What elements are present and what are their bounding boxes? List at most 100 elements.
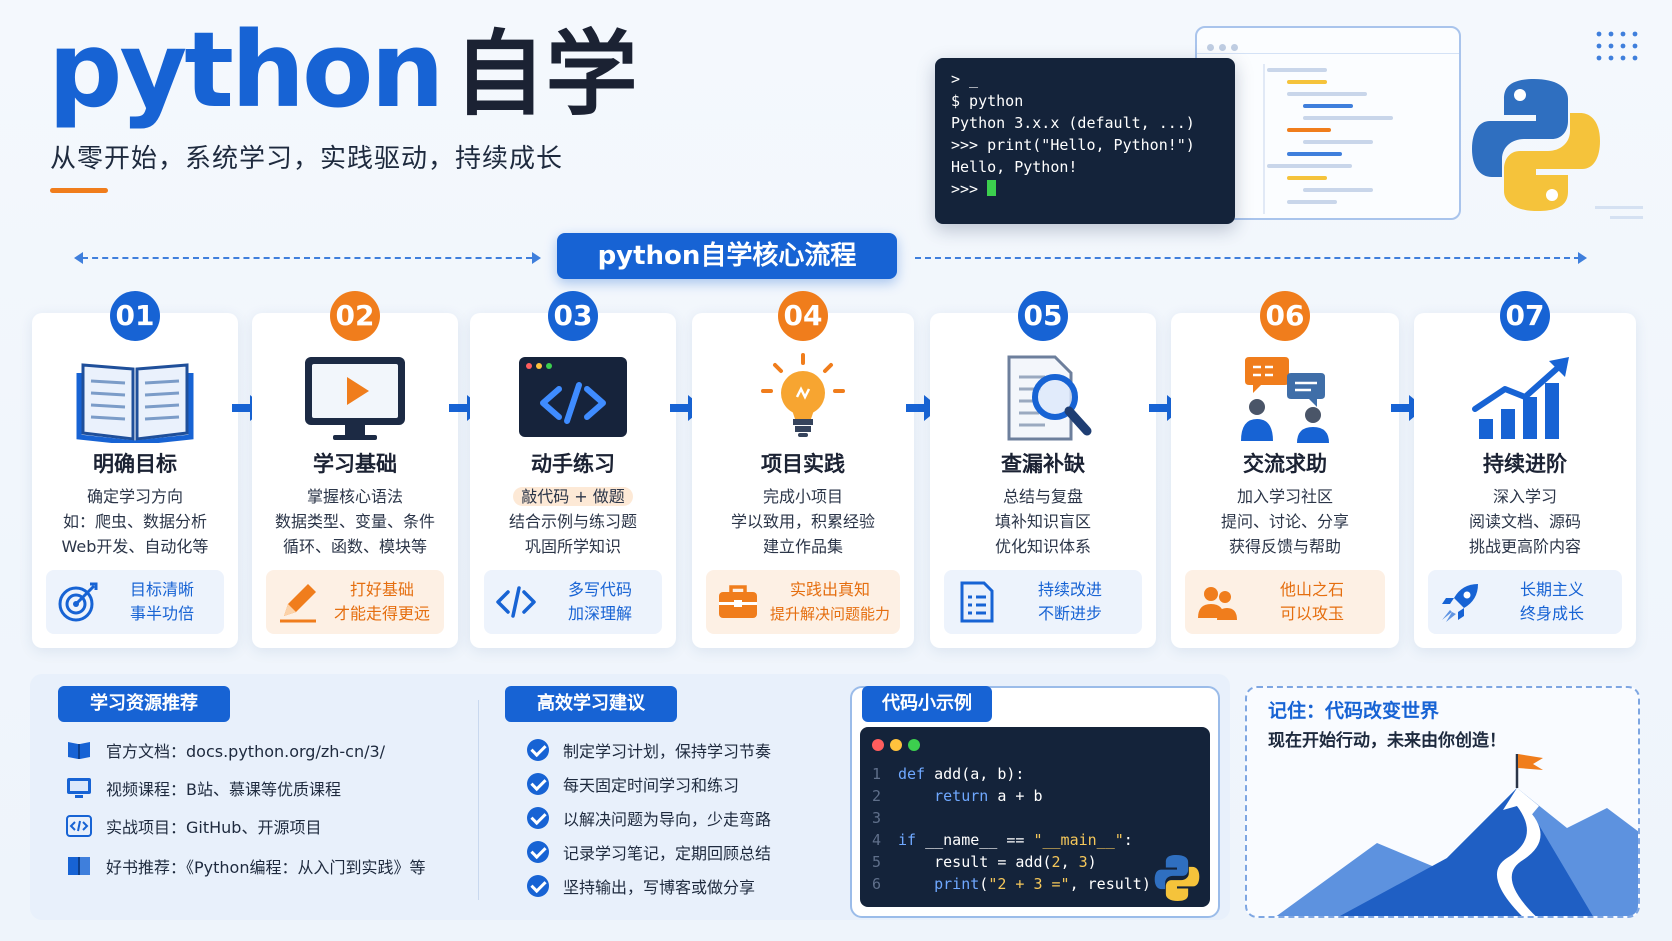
code-line: 6 print("2 + 3 =", result) bbox=[872, 875, 1151, 893]
lightbulb-icon bbox=[761, 353, 845, 437]
rocket-icon bbox=[1442, 584, 1478, 622]
step-desc: 巩固所学知识 bbox=[524, 537, 621, 556]
dot-grid-decoration bbox=[1596, 31, 1638, 61]
advice-item: 制定学习计划，保持学习节奏 bbox=[527, 738, 771, 762]
step-card-05: 05 查漏补缺 总结与复盘 填补知识盲区 优化知识体系 持续改进不断进步 bbox=[930, 291, 1156, 648]
book-icon bbox=[68, 742, 90, 759]
motto-title: 记住：代码改变世界 bbox=[1268, 700, 1440, 722]
tip-line: 他山之石 bbox=[1279, 580, 1344, 599]
open-book-icon bbox=[76, 363, 194, 443]
step-card-06: 06 交流求助 加入学习社区 提问、讨论、分享 获得反馈与帮助 他山之石可以攻玉 bbox=[1171, 291, 1399, 648]
terminal-line: >>> print("Hello, Python!") bbox=[951, 136, 1195, 154]
step-title: 动手练习 bbox=[531, 452, 615, 476]
window-dot bbox=[872, 739, 884, 751]
step-number: 04 bbox=[778, 291, 828, 341]
advice-item: 记录学习笔记，定期回顾总结 bbox=[527, 840, 771, 864]
terminal-prompt: >>> bbox=[951, 178, 1219, 200]
tip-line: 打好基础 bbox=[349, 580, 414, 599]
tip-line: 终身成长 bbox=[1519, 604, 1584, 623]
window-dot bbox=[890, 739, 902, 751]
line-decoration bbox=[1595, 206, 1643, 209]
dashed-line-left bbox=[82, 257, 532, 259]
tip-line: 提升解决问题能力 bbox=[769, 605, 890, 623]
step-title: 项目实践 bbox=[761, 452, 845, 476]
step-tip: 多写代码加深理解 bbox=[484, 570, 662, 634]
dashed-arrow-left-head bbox=[74, 252, 83, 264]
step-tip: 实践出真知提升解决问题能力 bbox=[706, 570, 900, 634]
title-self-study: 自学 bbox=[453, 21, 638, 128]
flow-banner: python自学核心流程 bbox=[557, 233, 897, 279]
title-underline bbox=[50, 188, 108, 193]
users-icon bbox=[1198, 587, 1237, 620]
step-desc: 敲代码 + 做题 bbox=[470, 483, 676, 507]
mountain-flag-illustration bbox=[1276, 754, 1638, 916]
title-python: python bbox=[48, 9, 444, 131]
step-number: 01 bbox=[110, 291, 160, 341]
dashed-arrow-right-head bbox=[1578, 252, 1587, 264]
monitor-icon bbox=[67, 778, 91, 798]
code-icon bbox=[66, 815, 92, 837]
step-title: 学习基础 bbox=[313, 452, 397, 476]
monitor-play-icon bbox=[305, 357, 405, 440]
step-desc: 优化知识体系 bbox=[994, 537, 1091, 556]
step-tip: 打好基础才能走得更远 bbox=[266, 570, 444, 634]
terminal-window: > _ $ python Python 3.x.x (default, ...)… bbox=[935, 58, 1235, 224]
step-desc: 填补知识盲区 bbox=[994, 512, 1091, 531]
tip-line: 可以攻玉 bbox=[1279, 604, 1344, 623]
step-title: 持续进阶 bbox=[1483, 452, 1567, 476]
code-example-tag: 代码小示例 bbox=[862, 686, 992, 722]
dashed-arrow-right-head bbox=[532, 252, 541, 264]
step-desc: 挑战更高阶内容 bbox=[1468, 537, 1581, 556]
step-number: 07 bbox=[1500, 291, 1550, 341]
check-icon bbox=[527, 841, 549, 863]
code-window-icon bbox=[519, 357, 627, 437]
books-icon bbox=[68, 857, 90, 875]
step-desc: 深入学习 bbox=[1492, 487, 1557, 506]
step-tip: 他山之石可以攻玉 bbox=[1185, 570, 1385, 634]
tip-line: 长期主义 bbox=[1519, 580, 1584, 599]
step-desc: 如：爬虫、数据分析 bbox=[62, 512, 207, 531]
tip-line: 多写代码 bbox=[567, 580, 632, 599]
step-desc: 阅读文档、源码 bbox=[1468, 512, 1581, 531]
check-icon bbox=[527, 875, 549, 897]
resource-item: 官方文档：docs.python.org/zh-cn/3/ bbox=[66, 738, 385, 762]
people-chat-icon bbox=[1241, 357, 1329, 443]
code-brackets-icon bbox=[496, 586, 536, 618]
step-number: 05 bbox=[1018, 291, 1068, 341]
python-logo-small-icon bbox=[1154, 855, 1200, 901]
resource-item: 好书推荐：《Python编程：从入门到实践》等 bbox=[66, 854, 425, 878]
step-number: 06 bbox=[1260, 291, 1310, 341]
terminal-line: Python 3.x.x (default, ...) bbox=[951, 114, 1195, 132]
advice-item: 坚持输出，写博客或做分享 bbox=[527, 874, 755, 898]
step-desc: 建立作品集 bbox=[762, 537, 843, 556]
code-line: 2 return a + b bbox=[872, 787, 1043, 805]
step-desc: 提问、讨论、分享 bbox=[1220, 512, 1349, 531]
step-desc: Web开发、自动化等 bbox=[61, 537, 209, 556]
advice-item: 每天固定时间学习和练习 bbox=[527, 772, 739, 796]
advice-item: 以解决问题为导向，少走弯路 bbox=[527, 806, 771, 830]
pencil-icon bbox=[280, 584, 316, 623]
tip-line: 才能走得更远 bbox=[333, 604, 430, 623]
step-number: 02 bbox=[330, 291, 380, 341]
step-card-07: 07 持续进阶 深入学习 阅读文档、源码 挑战更高阶内容 长期主义终身成长 bbox=[1414, 291, 1636, 648]
resources-tag: 学习资源推荐 bbox=[58, 686, 230, 722]
target-icon bbox=[58, 582, 98, 622]
step-card-04: 04 项目实践 完成小项目 学以致用，积累经验 建立作品集 实践出真知提升解决问… bbox=[692, 291, 914, 648]
step-desc: 掌握核心语法 bbox=[306, 487, 403, 506]
step-tip: 目标清晰事半功倍 bbox=[46, 570, 224, 634]
section-divider bbox=[478, 700, 479, 900]
tip-line: 目标清晰 bbox=[129, 580, 194, 599]
step-title: 查漏补缺 bbox=[1001, 452, 1085, 476]
window-dot bbox=[908, 739, 920, 751]
terminal-line: > _ bbox=[951, 70, 979, 88]
step-desc: 结合示例与练习题 bbox=[508, 512, 637, 531]
tip-line: 加深理解 bbox=[567, 604, 632, 623]
step-tip: 持续改进不断进步 bbox=[944, 570, 1142, 634]
step-card-02: 02 学习基础 掌握核心语法 数据类型、变量、条件 循环、函数、模块等 打好基础… bbox=[252, 291, 458, 648]
document-search-icon bbox=[1007, 355, 1092, 441]
terminal-line: Hello, Python! bbox=[951, 158, 1078, 176]
terminal-cursor bbox=[987, 180, 997, 196]
terminal-line: $ python bbox=[951, 92, 1024, 110]
